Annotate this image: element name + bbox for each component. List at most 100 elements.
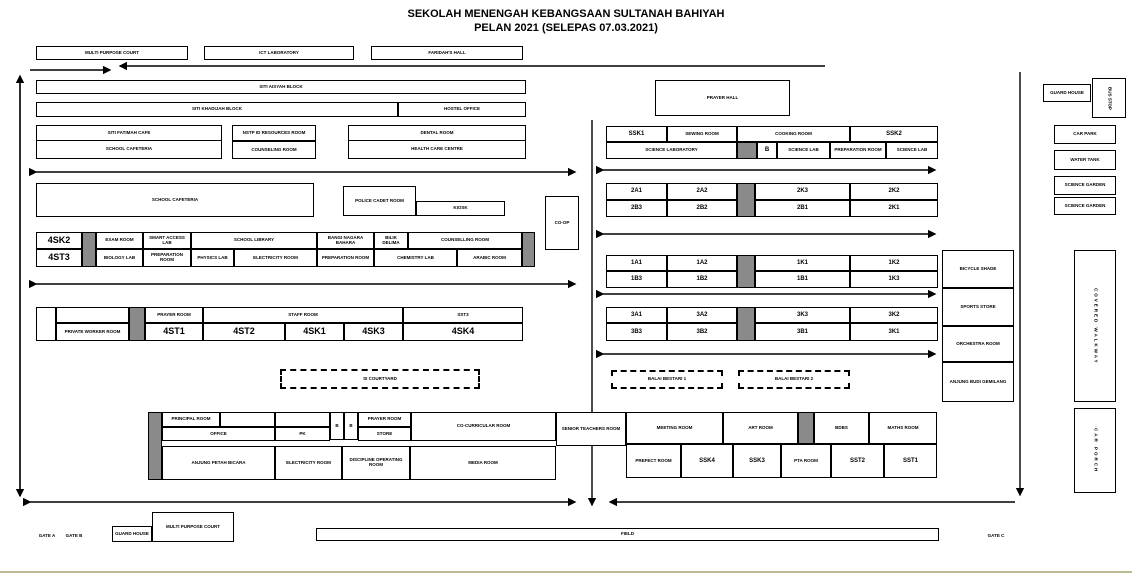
faridahs-hall: FARIDAH'S HALL [371,46,523,60]
room-1b3: 1B3 [606,271,667,288]
health-care-centre: HEALTH CARE CENTRE [348,141,526,159]
gate-a: GATE A [38,533,56,538]
b-room: B [330,412,344,440]
stairs [737,307,755,341]
multi-purpose-court-top: MULTI PURPOSE COURT [36,46,188,60]
room-ssk1: SSK1 [606,126,667,142]
principal-room: PRINCIPAL ROOM [162,412,220,427]
room-2a2: 2A2 [667,183,737,200]
biology-lab: BIOLOGY LAB [96,249,143,267]
multi-purpose-court: MULTI PURPOSE COURT [152,512,234,542]
gate-c: GATE C [987,533,1005,538]
room-3b3: 3B3 [606,323,667,341]
room-1k1: 1K1 [755,255,850,271]
stairs [148,412,162,480]
physics-lab: PHYSICS LAB [191,249,234,267]
police-cadet-room: POLICE CADET ROOM [343,186,416,216]
plan-subtitle: PELAN 2021 (SELEPAS 07.03.2021) [474,22,658,34]
senior-teachers-room: SENIOR TEACHERS ROOM [556,412,626,446]
balai-bestari-1: BALAI BESTARI 1 [611,370,723,389]
prayer-room-bottom: PRAYER ROOM [358,412,411,427]
maths-room: MATHS ROOM [869,412,937,444]
room-2k3: 2K3 [755,183,850,200]
bilik-delima: BILIK DELIMA [374,232,408,249]
stairs [798,412,814,444]
co-curricular-room: CO-CURRICULAR ROOM [411,412,556,441]
siti-aisyah-block: SITI AISYAH BLOCK [36,80,526,94]
room-3b2: 3B2 [667,323,737,341]
room-4st1: 4ST1 [145,323,203,341]
art-room: ART ROOM [723,412,798,444]
prefect-room: PREFECT ROOM [626,444,681,478]
bangi-nagara-bahara: BANGI NAGARA BAHARA [317,232,374,249]
room-ssk4: SSK4 [681,444,733,478]
sst3: SST3 [403,307,523,323]
dental-room: DENTAL ROOM [348,125,526,141]
stairs [82,232,96,267]
car-park: CAR PARK [1054,125,1116,144]
stairs [522,232,535,267]
room-2k2: 2K2 [850,183,938,200]
gate-b: GATE B [65,533,83,538]
prayer-hall: PRAYER HALL [655,80,790,116]
siti-fatimah-cafe: SITI FATIMAH CAFE [36,125,222,141]
room-3b1: 3B1 [755,323,850,341]
pta-room: PTA ROOM [781,444,831,478]
co-op: CO-OP [545,196,579,250]
balai-bestari-2: BALAI BESTARI 2 [738,370,850,389]
ict-laboratory: ICT LABORATORY [204,46,354,60]
prayer-room: PRAYER ROOM [145,307,203,323]
orchestra-room: ORCHESTRA ROOM [942,326,1014,362]
room-1k3: 1K3 [850,271,938,288]
sports-store: SPORTS STORE [942,288,1014,326]
room-2b3: 2B3 [606,200,667,217]
room-4st3: 4ST3 [36,249,82,267]
science-laboratory: SCIENCE LABORATORY [606,142,737,159]
siti-khadijah-block: SITI KHADIJAH BLOCK [36,102,398,117]
exam-room: EXAM ROOM [96,232,143,249]
preparation-room: PREPARATION ROOM [830,142,886,159]
room-1a2: 1A2 [667,255,737,271]
science-garden-2: SCIENCE GARDEN [1054,197,1116,215]
kiosk: KIOSK [416,201,505,216]
stairs [737,255,755,288]
science-garden-1: SCIENCE GARDEN [1054,176,1116,195]
store: STORE [358,427,411,441]
stairs-box [36,307,56,341]
room-1k2: 1K2 [850,255,938,271]
courtyard: SI COURTYARD [280,369,480,389]
room-2b2: 2B2 [667,200,737,217]
sewing-room: SEWING ROOM [667,126,737,142]
stairs [737,183,755,217]
empty-room [56,307,129,323]
room-2b1: 2B1 [755,200,850,217]
electricity-room-bottom: ELECTRICITY ROOM [275,446,342,480]
preparation-room: PREPARATION ROOM [143,249,191,267]
guard-house: GUARD HOUSE [112,526,152,542]
bus-stop: BUS STOP [1092,78,1126,118]
room-4sk4: 4SK4 [403,323,523,341]
car-porch: CAR PORCH [1074,408,1116,493]
arabic-room: ARABIC ROOM [457,249,522,267]
field: FIELD [316,528,939,541]
smart-access-lab: SMART ACCESS LAB [143,232,191,249]
media-room: MEDIA ROOM [410,446,556,480]
room-3k2: 3K2 [850,307,938,323]
school-cafeteria-top: SCHOOL CAFETERIA [36,141,222,159]
science-lab: SCIENCE LAB [886,142,938,159]
room-2k1: 2K1 [850,200,938,217]
covered-walkway: COVERED WALKWAY [1074,250,1116,402]
staff-room: STAFF ROOM [203,307,403,323]
guard-house-top: GUARD HOUSE [1043,84,1091,102]
water-tank: WATER TANK [1054,150,1116,170]
science-lab: SCIENCE LAB [777,142,830,159]
room-3k3: 3K3 [755,307,850,323]
room-sst2: SST2 [831,444,884,478]
room-ssk2: SSK2 [850,126,938,142]
pk-room: PK [275,427,330,441]
room-2a1: 2A1 [606,183,667,200]
stairs [737,142,757,159]
stairs [129,307,145,341]
cooking-room: COOKING ROOM [737,126,850,142]
